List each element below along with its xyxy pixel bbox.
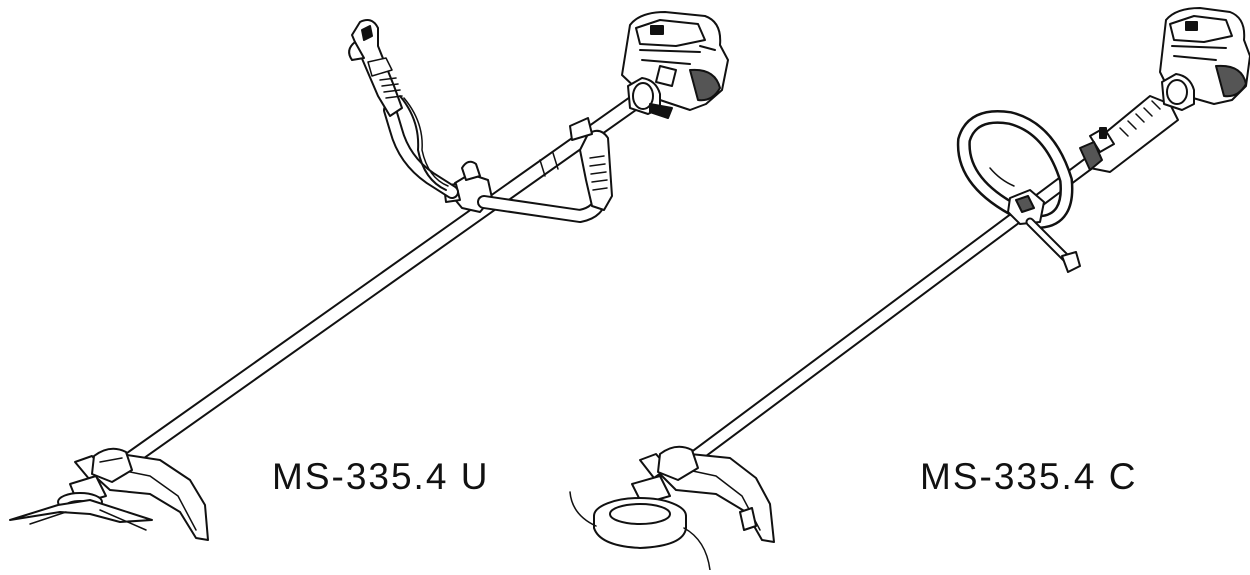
trimmer-u-engine (622, 12, 728, 118)
trimmer-c-rear-handle (1080, 96, 1178, 172)
trimmer-u-cutting-head (10, 449, 208, 540)
trimmer-c-drawing (570, 8, 1250, 570)
model-label-u: MS-335.4 U (272, 456, 490, 497)
model-label-c: MS-335.4 C (920, 456, 1138, 497)
trimmer-c-engine (1160, 8, 1250, 110)
trimmer-c-loop-handle (964, 117, 1080, 272)
trimmer-c-cutting-head (570, 447, 774, 570)
trimmer-u-left-handlebar (349, 20, 452, 192)
trimmer-u-drawing (10, 12, 728, 540)
trimmer-u-shaft (125, 95, 645, 463)
trimmer-u-right-handlebar (484, 118, 612, 216)
